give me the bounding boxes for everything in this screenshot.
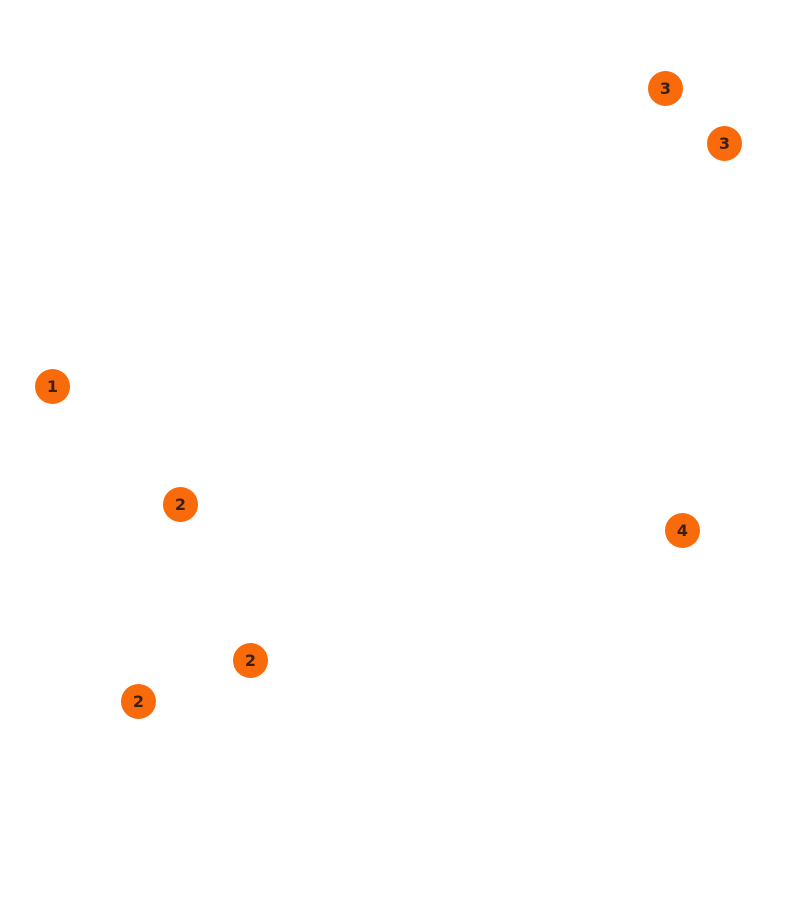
- cluster-marker-2[interactable]: 2: [163, 487, 198, 522]
- cluster-marker-3[interactable]: 3: [648, 71, 683, 106]
- cluster-marker-2[interactable]: 2: [233, 643, 268, 678]
- cluster-marker-1[interactable]: 1: [35, 369, 70, 404]
- cluster-marker-2[interactable]: 2: [121, 684, 156, 719]
- cluster-marker-4[interactable]: 4: [665, 513, 700, 548]
- cluster-marker-3[interactable]: 3: [707, 126, 742, 161]
